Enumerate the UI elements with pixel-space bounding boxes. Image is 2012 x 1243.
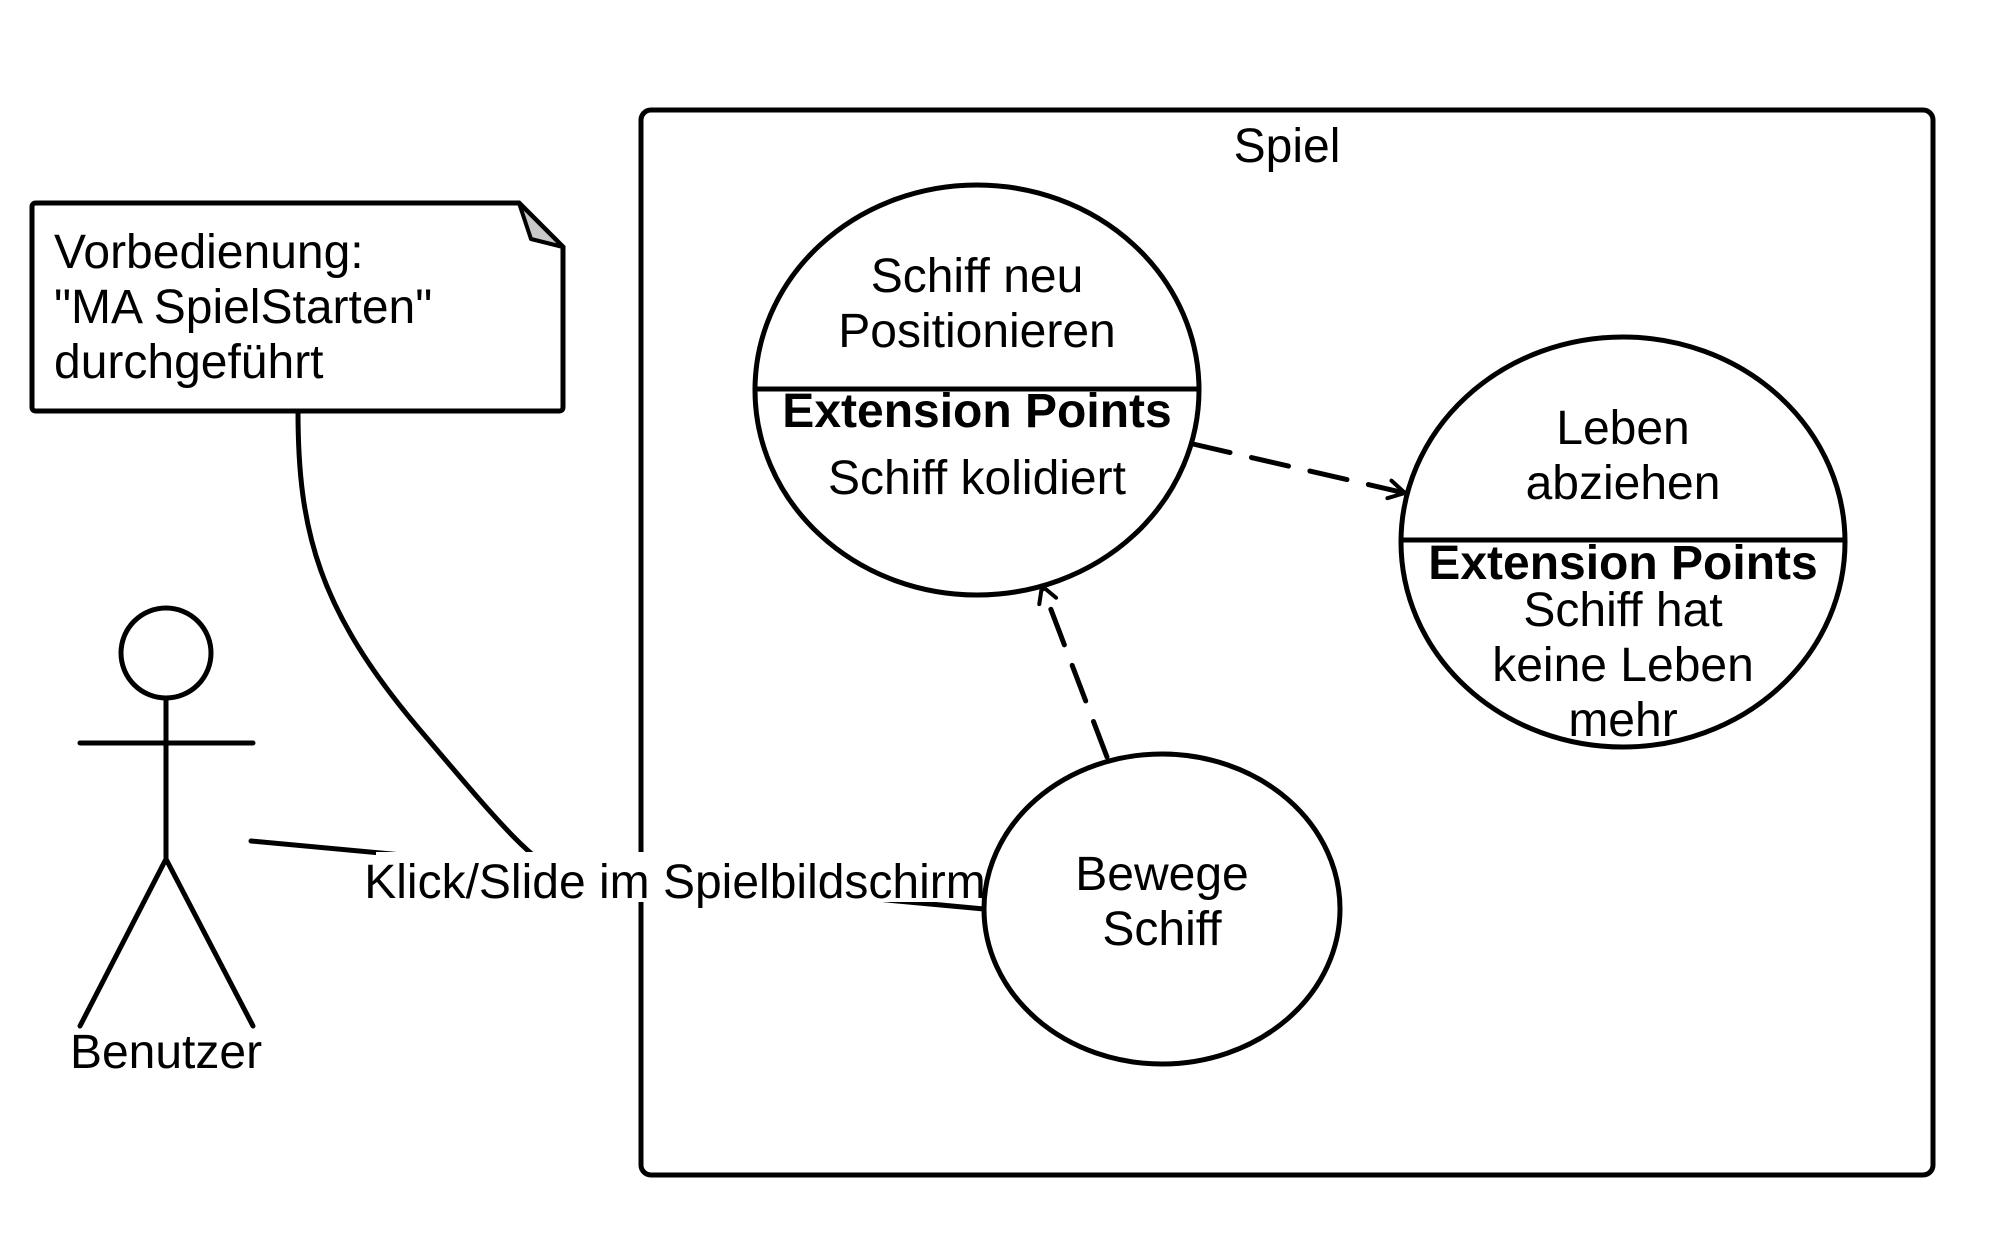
actor-benutzer[interactable]: Benutzer [70, 605, 262, 1079]
use-case-name-line-2: Schiff [1102, 903, 1222, 956]
use-case-name-line-1: Schiff neu [871, 250, 1084, 303]
extension-point-3: mehr [1568, 694, 1677, 747]
system-boundary[interactable]: Spiel [638, 107, 1936, 1178]
use-case-name-line-2: Positionieren [838, 305, 1116, 358]
dependency-positionieren-to-leben[interactable] [1190, 441, 1408, 501]
extension-point-2: keine Leben [1492, 639, 1754, 692]
use-case-name-line-2: abziehen [1526, 457, 1721, 510]
actor-head-icon [118, 605, 214, 701]
association-line[interactable]: Klick/Slide im Spielbildschirm [248, 838, 987, 912]
use-case-ellipse [1398, 334, 1848, 750]
system-boundary-title: Spiel [1234, 120, 1341, 173]
actor-name: Benutzer [70, 1026, 262, 1079]
actor-right-leg [163, 856, 256, 1029]
extension-point-1: Schiff kolidiert [828, 452, 1126, 505]
use-case-bewege-schiff[interactable]: Bewege Schiff [981, 751, 1343, 1067]
precondition-note[interactable]: Vorbedienung: "MA SpielStarten" durchgef… [29, 200, 566, 414]
extension-points-title: Extension Points [782, 385, 1171, 438]
actor-left-leg [77, 856, 169, 1029]
note-connector[interactable] [295, 408, 566, 880]
dependency-bewege-to-positionieren[interactable] [1037, 583, 1110, 760]
use-case-name-line-1: Bewege [1075, 848, 1248, 901]
use-case-name-line-1: Leben [1556, 402, 1689, 455]
association-label: Klick/Slide im Spielbildschirm [364, 856, 986, 909]
association-label-background [376, 852, 976, 902]
system-boundary-frame [638, 107, 1936, 1178]
use-case-schiff-neu-positionieren[interactable]: Schiff neu Positionieren Extension Point… [752, 182, 1202, 598]
use-case-leben-abziehen[interactable]: Leben abziehen Extension Points Schiff h… [1398, 334, 1848, 750]
extension-points-title: Extension Points [1428, 537, 1817, 590]
note-line-3: durchgeführt [54, 336, 324, 389]
note-line-2: "MA SpielStarten" [54, 281, 432, 334]
note-folded-corner-icon [517, 201, 565, 249]
extension-point-1: Schiff hat [1523, 584, 1722, 637]
note-line-1: Vorbedienung: [54, 226, 364, 279]
use-case-ellipse [981, 751, 1343, 1067]
note-shape [29, 200, 566, 414]
